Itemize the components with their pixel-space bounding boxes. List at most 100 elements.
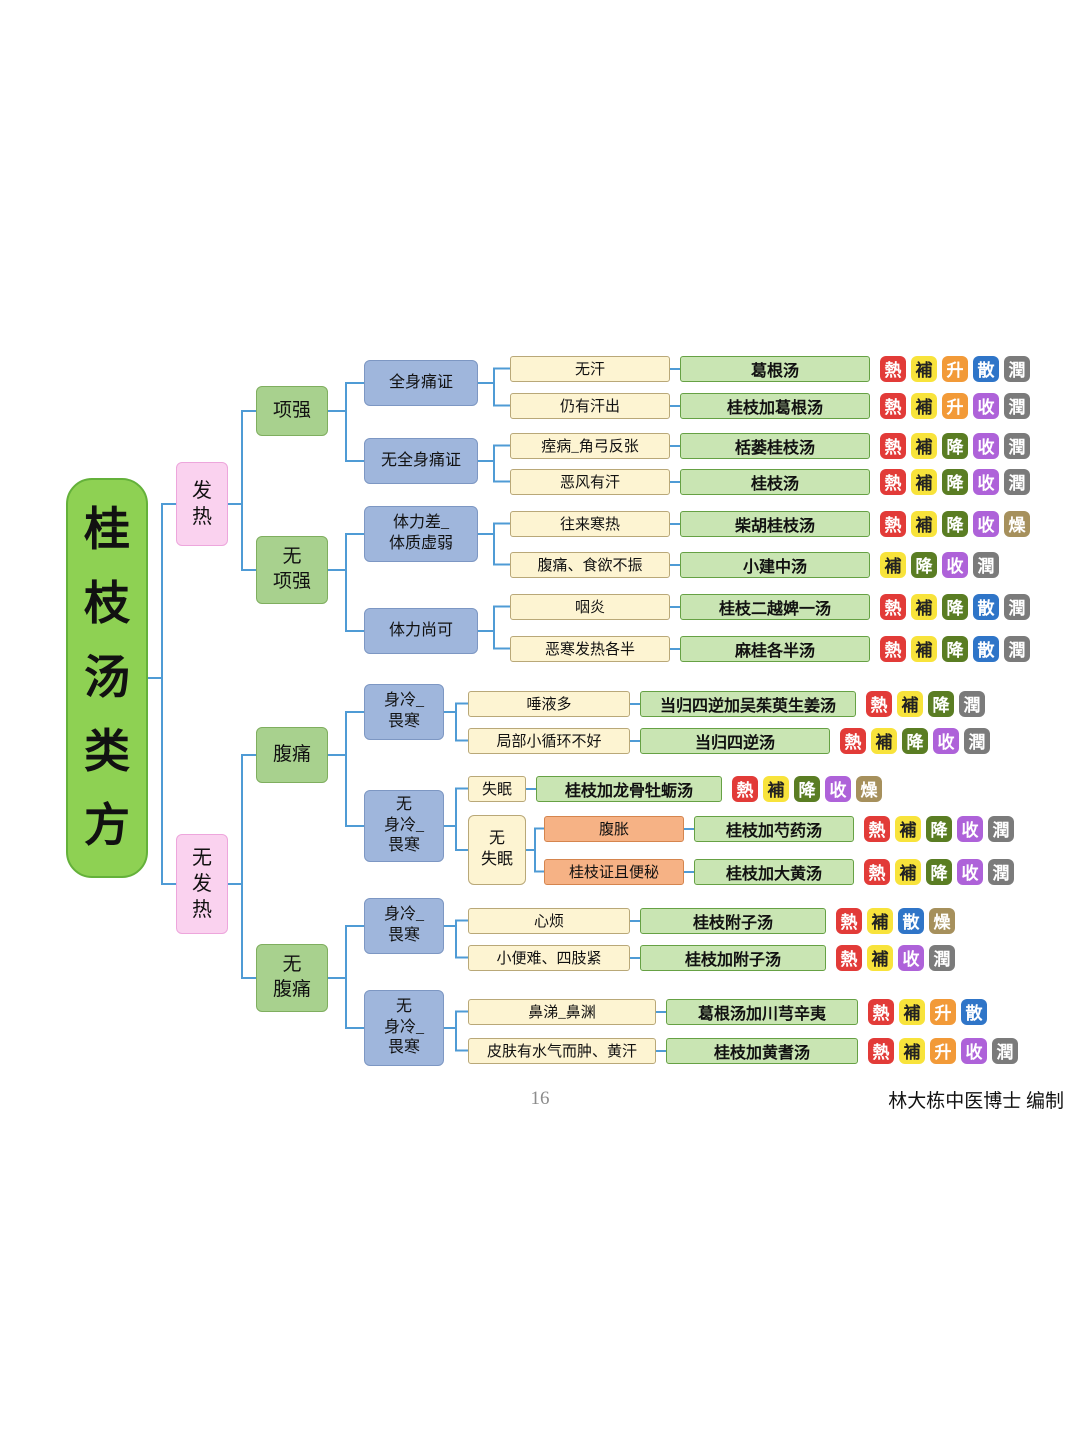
badge-降: 降 (794, 775, 820, 802)
property-badges: 熱補散燥 (836, 907, 955, 934)
formula-box: 葛根汤 (680, 355, 870, 382)
symptom-box: 心烦 (468, 907, 630, 934)
badge-熱: 熱 (864, 858, 890, 885)
badge-補: 補 (867, 944, 893, 971)
badge-散: 散 (973, 355, 999, 382)
formula-box: 桂枝加葛根汤 (680, 392, 870, 419)
symptom-box: 皮肤有水气而肿、黄汗 (468, 1037, 656, 1064)
node-fever: 发 热 (176, 462, 228, 546)
badge-潤: 潤 (1004, 355, 1030, 382)
formula-box: 葛根汤加川芎辛夷 (666, 998, 858, 1025)
property-badges: 熱補降收燥 (880, 510, 1030, 537)
badge-降: 降 (902, 727, 928, 754)
root-node: 桂 枝 汤 类 方 (66, 478, 148, 878)
row-connector (526, 787, 536, 790)
badge-潤: 潤 (1004, 392, 1030, 419)
node-cold-aversion-2: 身冷_ 畏寒 (364, 898, 444, 954)
symptom-box: 仍有汗出 (510, 392, 670, 419)
node-no-cold-aversion-2: 无 身冷_ 畏寒 (364, 990, 444, 1066)
badge-降: 降 (942, 432, 968, 459)
decision-row: 局部小循环不好 当归四逆汤 熱補降收潤 (468, 727, 990, 754)
decision-row: 无汗 葛根汤 熱補升散潤 (510, 355, 1030, 382)
property-badges: 熱補降收潤 (840, 727, 990, 754)
badge-潤: 潤 (1004, 635, 1030, 662)
badge-補: 補 (899, 1037, 925, 1064)
badge-升: 升 (930, 1037, 956, 1064)
formula-box: 桂枝加附子汤 (640, 944, 826, 971)
badge-熱: 熱 (732, 775, 758, 802)
formula-box: 桂枝加大黄汤 (694, 858, 854, 885)
badge-收: 收 (973, 510, 999, 537)
symptom-box: 往来寒热 (510, 510, 670, 537)
property-badges: 熱補降收燥 (732, 775, 882, 802)
symptom-box: 局部小循环不好 (468, 727, 630, 754)
node-weak-constitution: 体力差_ 体质虚弱 (364, 506, 478, 562)
badge-降: 降 (942, 635, 968, 662)
symptom-box: 鼻涕_鼻渊 (468, 998, 656, 1025)
badge-補: 補 (911, 510, 937, 537)
node-neck-stiffness: 项强 (256, 386, 328, 436)
badge-降: 降 (928, 690, 954, 717)
badge-收: 收 (973, 432, 999, 459)
symptom-box: 失眠 (468, 775, 526, 802)
symptom-box: 无汗 (510, 355, 670, 382)
badge-潤: 潤 (964, 727, 990, 754)
badge-收: 收 (898, 944, 924, 971)
badge-潤: 潤 (1004, 432, 1030, 459)
badge-補: 補 (763, 775, 789, 802)
decision-row: 小便难、四肢紧 桂枝加附子汤 熱補收潤 (468, 944, 955, 971)
badge-熱: 熱 (864, 815, 890, 842)
property-badges: 熱補升收潤 (880, 392, 1030, 419)
row-connector (670, 367, 680, 370)
row-connector (670, 605, 680, 608)
badge-收: 收 (961, 1037, 987, 1064)
row-connector (656, 1049, 666, 1052)
node-no-fever: 无 发 热 (176, 834, 228, 934)
badge-散: 散 (973, 635, 999, 662)
badge-熱: 熱 (880, 593, 906, 620)
badge-潤: 潤 (959, 690, 985, 717)
symptom-box: 腹胀 (544, 815, 684, 842)
badge-熱: 熱 (836, 944, 862, 971)
badge-散: 散 (973, 593, 999, 620)
decision-row: 咽炎 桂枝二越婢一汤 熱補降散潤 (510, 593, 1030, 620)
node-no-abdominal-pain: 无 腹痛 (256, 944, 328, 1012)
badge-收: 收 (957, 858, 983, 885)
badge-補: 補 (867, 907, 893, 934)
formula-box: 柴胡桂枝汤 (680, 510, 870, 537)
badge-降: 降 (942, 593, 968, 620)
badge-降: 降 (942, 510, 968, 537)
node-no-neck-stiffness: 无 项强 (256, 536, 328, 604)
property-badges: 補降收潤 (880, 551, 999, 578)
badge-降: 降 (942, 468, 968, 495)
badge-散: 散 (961, 998, 987, 1025)
badge-補: 補 (911, 392, 937, 419)
badge-收: 收 (957, 815, 983, 842)
badge-收: 收 (825, 775, 851, 802)
badge-燥: 燥 (929, 907, 955, 934)
badge-升: 升 (942, 355, 968, 382)
symptom-box: 小便难、四肢紧 (468, 944, 630, 971)
badge-熱: 熱 (836, 907, 862, 934)
node-no-body-pain: 无全身痛证 (364, 438, 478, 484)
node-no-cold-aversion-1: 无 身冷_ 畏寒 (364, 790, 444, 862)
decision-row: 腹胀 桂枝加芍药汤 熱補降收潤 (544, 815, 1014, 842)
property-badges: 熱補降潤 (866, 690, 985, 717)
badge-補: 補 (911, 432, 937, 459)
decision-row: 鼻涕_鼻渊 葛根汤加川芎辛夷 熱補升散 (468, 998, 987, 1025)
property-badges: 熱補收潤 (836, 944, 955, 971)
formula-box: 当归四逆汤 (640, 727, 830, 754)
badge-潤: 潤 (1004, 468, 1030, 495)
symptom-box: 咽炎 (510, 593, 670, 620)
row-connector (630, 702, 640, 705)
badge-收: 收 (942, 551, 968, 578)
badge-熱: 熱 (880, 635, 906, 662)
page-number: 16 (530, 1088, 550, 1109)
property-badges: 熱補升散 (868, 998, 987, 1025)
decision-row: 腹痛、食欲不振 小建中汤 補降收潤 (510, 551, 999, 578)
property-badges: 熱補降收潤 (880, 468, 1030, 495)
row-connector (670, 563, 680, 566)
formula-box: 桂枝加黄耆汤 (666, 1037, 858, 1064)
formula-box: 桂枝汤 (680, 468, 870, 495)
